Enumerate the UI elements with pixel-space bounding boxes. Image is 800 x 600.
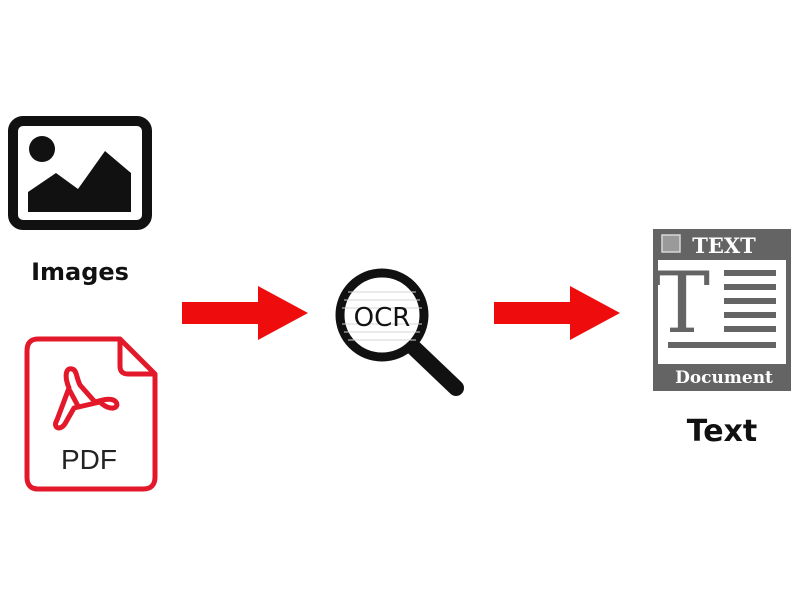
arrow-ocr-to-text <box>494 286 620 340</box>
magnifier-icon: OCR <box>335 268 464 396</box>
pdf-label: PDF <box>61 444 117 475</box>
doc-glyph: T <box>654 254 710 352</box>
acrobat-logo-icon <box>53 366 120 431</box>
images-label: Images <box>31 258 129 286</box>
doc-footer-label: Document <box>675 368 773 388</box>
text-label: Text <box>686 414 758 449</box>
doc-text-lines <box>668 270 776 348</box>
pdf-file-icon: PDF <box>24 336 158 492</box>
text-document-icon: TEXT T Document <box>653 229 791 391</box>
ocr-label: OCR <box>354 303 411 333</box>
image-icon <box>8 116 152 230</box>
doc-header-label: TEXT <box>692 233 756 258</box>
arrow-images-to-ocr <box>182 286 308 340</box>
